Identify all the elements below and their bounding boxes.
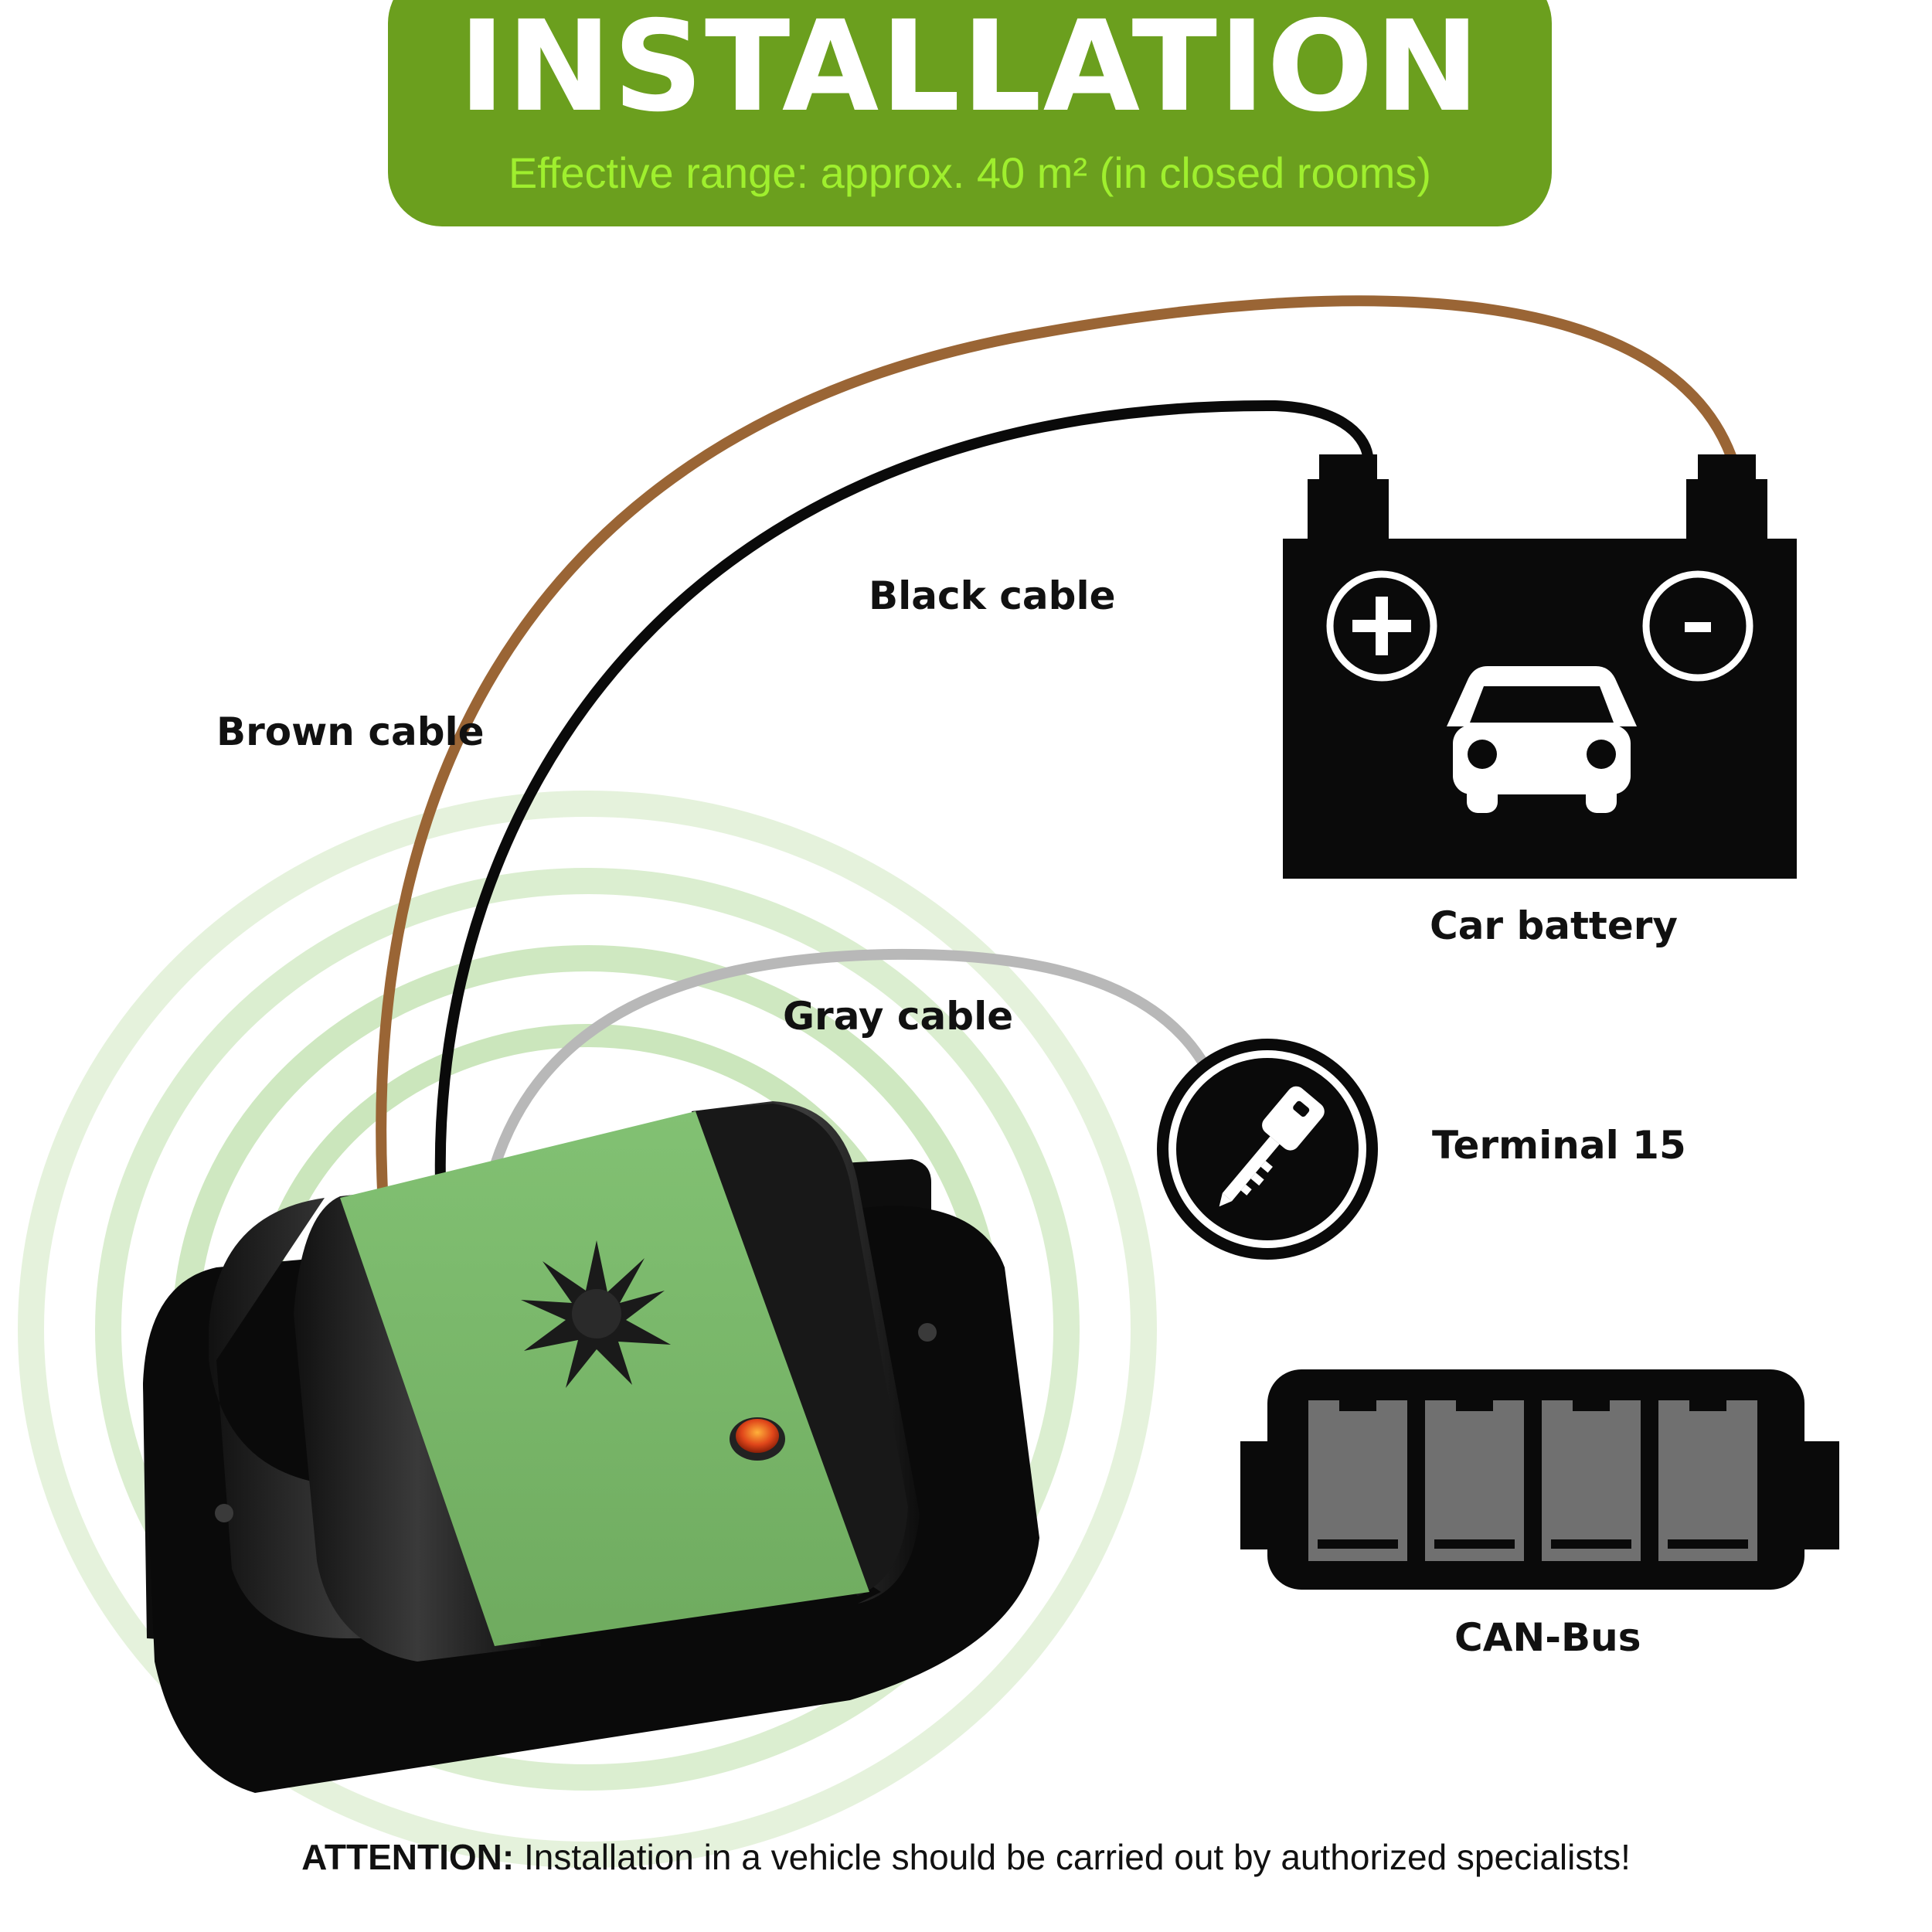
page-subtitle: Effective range: approx. 40 m² (in close… <box>508 148 1432 197</box>
ultrasonic-marten-repeller-device <box>143 1101 1039 1793</box>
minus-terminal-icon <box>1642 570 1753 682</box>
car-battery-label: Car battery <box>1430 903 1678 948</box>
terminal-15-label: Terminal 15 <box>1432 1123 1686 1168</box>
gray-cable-wire <box>489 948 1219 1172</box>
attention-notice: ATTENTION: Installation in a vehicle sho… <box>0 1839 1932 1875</box>
ignition-key-icon <box>1157 1039 1378 1260</box>
status-led-icon <box>730 1417 785 1461</box>
can-bus-connector-icon <box>1240 1369 1839 1590</box>
black-cable-label: Black cable <box>869 573 1116 618</box>
car-icon <box>1447 666 1637 813</box>
can-bus-label: CAN-Bus <box>1454 1615 1641 1660</box>
car-battery-icon <box>1283 454 1797 879</box>
attention-label: ATTENTION: <box>301 1837 515 1877</box>
header-banner: INSTALLATION Effective range: approx. 40… <box>388 0 1552 226</box>
page-title: INSTALLATION <box>458 0 1481 140</box>
attention-text: Installation in a vehicle should be carr… <box>514 1837 1631 1877</box>
brown-cable-label: Brown cable <box>216 709 485 754</box>
black-cable-wire <box>434 400 1373 1188</box>
brown-cable-wire <box>376 295 1736 1196</box>
mounting-hole <box>215 1504 233 1522</box>
gray-cable-label: Gray cable <box>783 994 1014 1039</box>
mounting-hole <box>918 1323 937 1342</box>
speaker-grille-icon <box>521 1240 671 1388</box>
plus-terminal-icon <box>1326 570 1437 682</box>
